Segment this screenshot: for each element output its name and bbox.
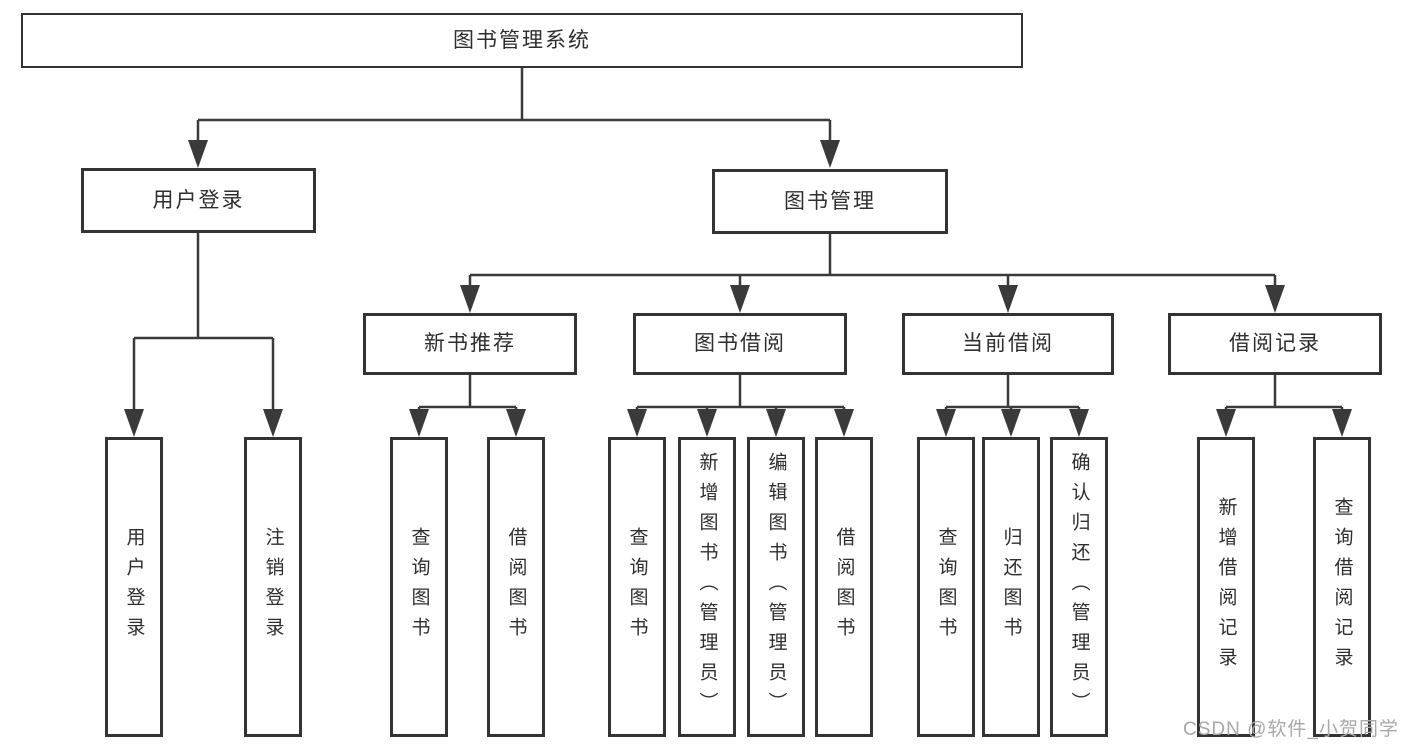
leaf-recommend-query-books-label: 查询图书: [408, 527, 430, 647]
node-book-management-label: 图书管理: [784, 189, 876, 213]
leaf-record-add-record-label: 新增借阅记录: [1215, 497, 1237, 677]
leaf-current-query-books: 查询图书: [917, 437, 975, 737]
leaf-borrow-borrow-books: 借阅图书: [815, 437, 873, 737]
leaf-borrow-borrow-books-label: 借阅图书: [833, 527, 855, 647]
node-current-borrow: 当前借阅: [902, 313, 1114, 375]
watermark: CSDN @软件_小贺同学: [1183, 719, 1399, 740]
leaf-borrow-edit-books-admin: 编辑图书（管理员）: [747, 437, 805, 737]
node-borrow-record: 借阅记录: [1168, 313, 1382, 375]
leaf-current-return-books: 归还图书: [982, 437, 1040, 737]
node-borrow-record-label: 借阅记录: [1229, 332, 1321, 356]
node-book-management: 图书管理: [712, 169, 948, 234]
leaf-borrow-query-books: 查询图书: [608, 437, 666, 737]
leaf-user-login: 用户登录: [105, 437, 163, 737]
leaf-record-add-record: 新增借阅记录: [1197, 437, 1255, 737]
arrowheads: [124, 140, 1352, 437]
leaf-borrow-add-books-admin-label: 新增图书（管理员）: [696, 452, 718, 722]
leaf-borrow-add-books-admin: 新增图书（管理员）: [678, 437, 736, 737]
leaf-current-query-books-label: 查询图书: [935, 527, 957, 647]
leaf-user-login-label: 用户登录: [123, 527, 145, 647]
leaf-current-confirm-return-admin: 确认归还（管理员）: [1050, 437, 1108, 737]
leaf-recommend-borrow-books-label: 借阅图书: [505, 527, 527, 647]
leaf-logout-label: 注销登录: [262, 527, 284, 647]
leaf-current-confirm-return-admin-label: 确认归还（管理员）: [1068, 452, 1090, 722]
leaf-logout: 注销登录: [244, 437, 302, 737]
leaf-borrow-edit-books-admin-label: 编辑图书（管理员）: [765, 452, 787, 722]
leaf-recommend-borrow-books: 借阅图书: [487, 437, 545, 737]
leaf-record-query-record-label: 查询借阅记录: [1331, 497, 1353, 677]
node-root: 图书管理系统: [21, 13, 1023, 68]
leaf-borrow-query-books-label: 查询图书: [626, 527, 648, 647]
leaf-recommend-query-books: 查询图书: [390, 437, 448, 737]
node-current-borrow-label: 当前借阅: [962, 332, 1054, 356]
node-user-login-label: 用户登录: [152, 188, 245, 212]
node-user-login: 用户登录: [81, 168, 316, 233]
leaf-record-query-record: 查询借阅记录: [1313, 437, 1371, 737]
node-book-borrow-label: 图书借阅: [694, 332, 786, 356]
node-root-label: 图书管理系统: [453, 28, 591, 52]
leaf-current-return-books-label: 归还图书: [1000, 527, 1022, 647]
node-new-book-recommend: 新书推荐: [363, 313, 577, 375]
node-book-borrow: 图书借阅: [633, 313, 847, 375]
node-new-book-recommend-label: 新书推荐: [424, 332, 516, 356]
